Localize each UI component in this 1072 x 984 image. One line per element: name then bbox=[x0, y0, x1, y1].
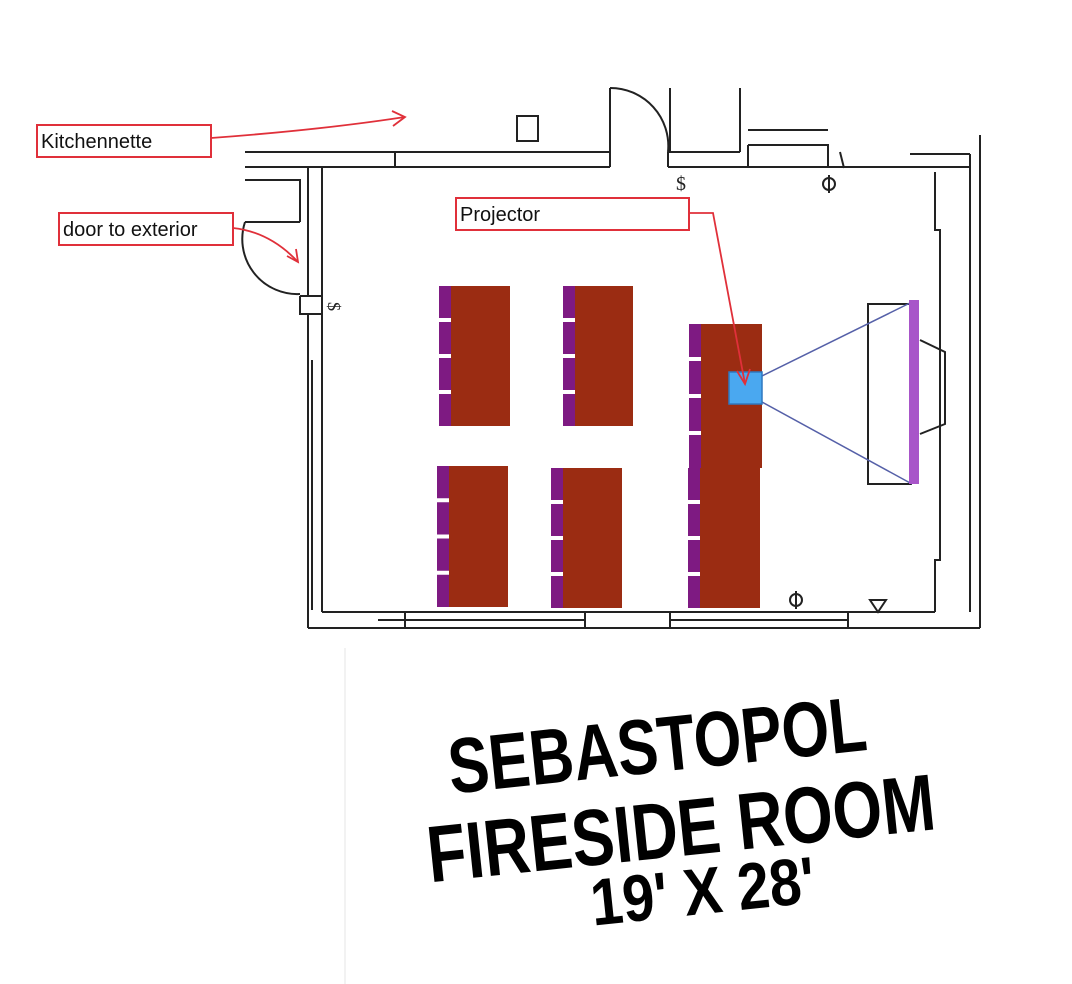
door-callout: door to exterior bbox=[58, 212, 300, 264]
projector bbox=[728, 371, 763, 405]
room-walls bbox=[245, 88, 981, 629]
outlet-icon bbox=[822, 151, 845, 193]
projection-beam bbox=[761, 301, 913, 485]
kitchen-fixture bbox=[516, 115, 539, 142]
chair bbox=[688, 468, 700, 500]
chair bbox=[689, 398, 701, 431]
chair bbox=[563, 358, 575, 390]
chair bbox=[688, 540, 700, 572]
projector-callout: Projector bbox=[455, 197, 751, 387]
chair bbox=[439, 358, 451, 390]
chair bbox=[437, 574, 449, 607]
chair bbox=[439, 286, 451, 318]
chair bbox=[439, 394, 451, 426]
table bbox=[575, 286, 633, 426]
kitchen-door bbox=[609, 86, 670, 153]
chair bbox=[439, 322, 451, 354]
kitchennette-label: Kitchennette bbox=[41, 131, 152, 153]
table bbox=[700, 468, 760, 608]
door-label: door to exterior bbox=[63, 219, 198, 241]
room-title: SEBASTOPOL FIRESIDE ROOM 19' X 28' bbox=[423, 679, 940, 939]
fireplace bbox=[867, 303, 946, 485]
chair bbox=[688, 504, 700, 536]
table bbox=[451, 286, 510, 426]
chair bbox=[689, 435, 701, 468]
projector-label: Projector bbox=[460, 204, 540, 226]
table bbox=[449, 466, 508, 607]
switch-icon: $ bbox=[676, 173, 686, 195]
chair bbox=[551, 576, 563, 608]
chair bbox=[437, 466, 449, 499]
furniture bbox=[437, 286, 762, 608]
projector-screen bbox=[909, 300, 919, 484]
chair bbox=[689, 324, 701, 357]
chair bbox=[551, 468, 563, 500]
triangle-icon bbox=[868, 599, 888, 614]
switch-icon: $ bbox=[324, 302, 344, 311]
chair bbox=[563, 286, 575, 318]
exterior-door bbox=[241, 221, 301, 296]
kitchennette-callout: Kitchennette bbox=[36, 110, 407, 158]
table bbox=[563, 468, 622, 608]
chair bbox=[563, 322, 575, 354]
chair bbox=[551, 540, 563, 572]
chair bbox=[688, 576, 700, 608]
chair bbox=[437, 502, 449, 535]
chair bbox=[437, 538, 449, 571]
chair bbox=[551, 504, 563, 536]
outlet-icon bbox=[789, 591, 803, 609]
chair bbox=[689, 361, 701, 394]
chair bbox=[563, 394, 575, 426]
